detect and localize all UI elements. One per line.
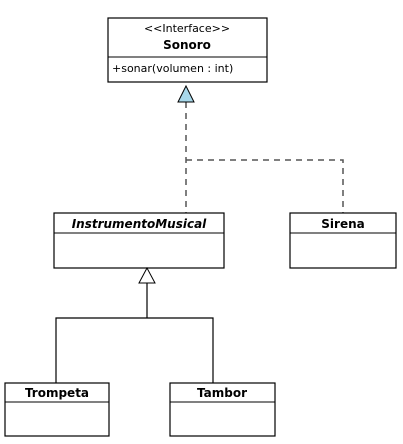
generalization-connectors [55,283,214,383]
class-tambor: Tambor [169,382,276,437]
class-sonoro-operation: +sonar(volumen : int) [112,62,233,75]
class-sonoro: <<Interface>> Sonoro +sonar(volumen : in… [107,17,268,83]
class-sonoro-box [107,17,268,83]
class-sonoro-name: Sonoro [163,38,211,52]
class-instrumento-box [53,212,225,269]
class-trompeta-name: Trompeta [25,386,89,400]
realization-line-sirena [186,159,344,213]
class-sonoro-stereotype: <<Interface>> [144,22,230,35]
realization-connectors [185,102,344,213]
class-tambor-name: Tambor [197,386,247,400]
class-sirena: Sirena [289,212,397,269]
realization-arrowhead [177,84,195,103]
class-trompeta-box [4,382,110,437]
class-instrumento-musical: InstrumentoMusical [53,212,225,269]
class-trompeta: Trompeta [4,382,110,437]
generalization-branches [55,317,214,383]
generalization-arrowhead [138,266,156,284]
class-tambor-box [169,382,276,437]
class-instrumento-name: InstrumentoMusical [72,217,207,231]
class-sirena-box [289,212,397,269]
class-sirena-name: Sirena [321,217,364,231]
